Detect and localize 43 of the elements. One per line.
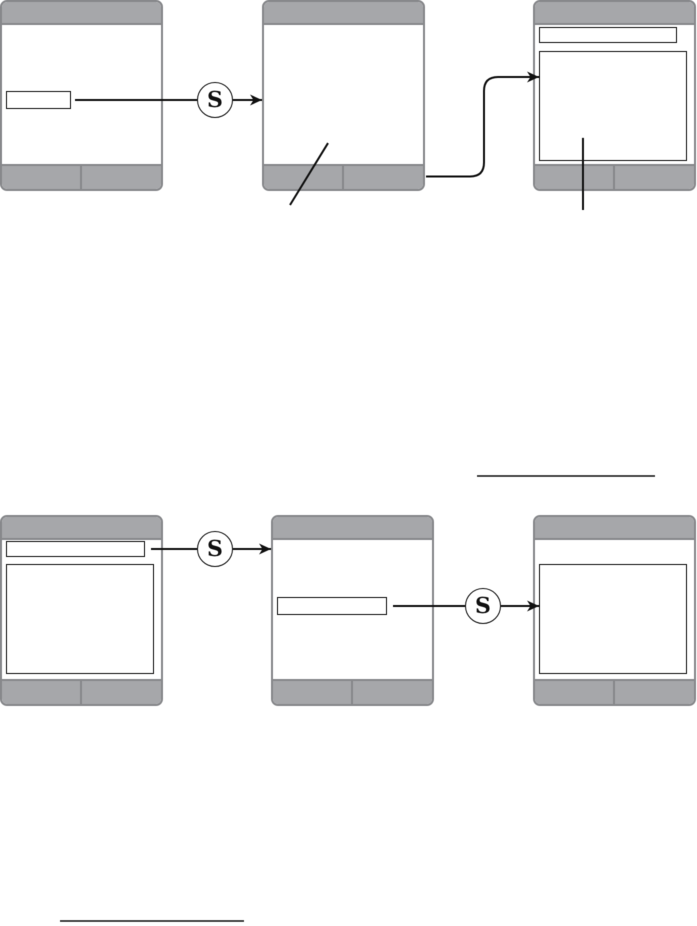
softkey [2, 679, 82, 704]
title-bar [2, 517, 161, 540]
list-panel [6, 564, 154, 674]
arrow [501, 600, 539, 612]
softkey [2, 164, 82, 189]
softkey [273, 679, 353, 704]
softkey [353, 679, 432, 704]
input-field [6, 541, 145, 557]
softkey [535, 164, 615, 189]
list-panel [539, 51, 687, 161]
arrow [233, 94, 262, 106]
leader-line [582, 138, 584, 210]
circled-letter: S [465, 588, 501, 624]
arrow [426, 72, 539, 178]
title-bar [2, 2, 161, 25]
phone-screen [533, 515, 696, 706]
phone-screen [271, 515, 434, 706]
title-bar [273, 517, 432, 540]
input-field [277, 597, 387, 615]
phone-screen [0, 515, 163, 706]
list-panel [539, 564, 687, 674]
circled-letter: S [197, 531, 233, 567]
title-bar [535, 517, 694, 540]
arrow [233, 544, 271, 554]
softkey [615, 679, 694, 704]
connector-line [151, 548, 197, 550]
input-field [539, 27, 677, 43]
connector-line [75, 99, 197, 101]
softkey [344, 164, 423, 189]
softkey [82, 164, 161, 189]
phone-screen [0, 0, 163, 191]
title-bar [535, 2, 694, 25]
softkey [264, 164, 344, 189]
input-field [6, 91, 71, 109]
softkey [535, 679, 615, 704]
circled-letter: S [197, 82, 233, 118]
phone-screen [533, 0, 696, 191]
connector-line [393, 605, 465, 607]
title-bar [264, 2, 423, 25]
softkey [615, 164, 694, 189]
phone-screen [262, 0, 425, 191]
leader-line [289, 142, 329, 206]
softkey [82, 679, 161, 704]
